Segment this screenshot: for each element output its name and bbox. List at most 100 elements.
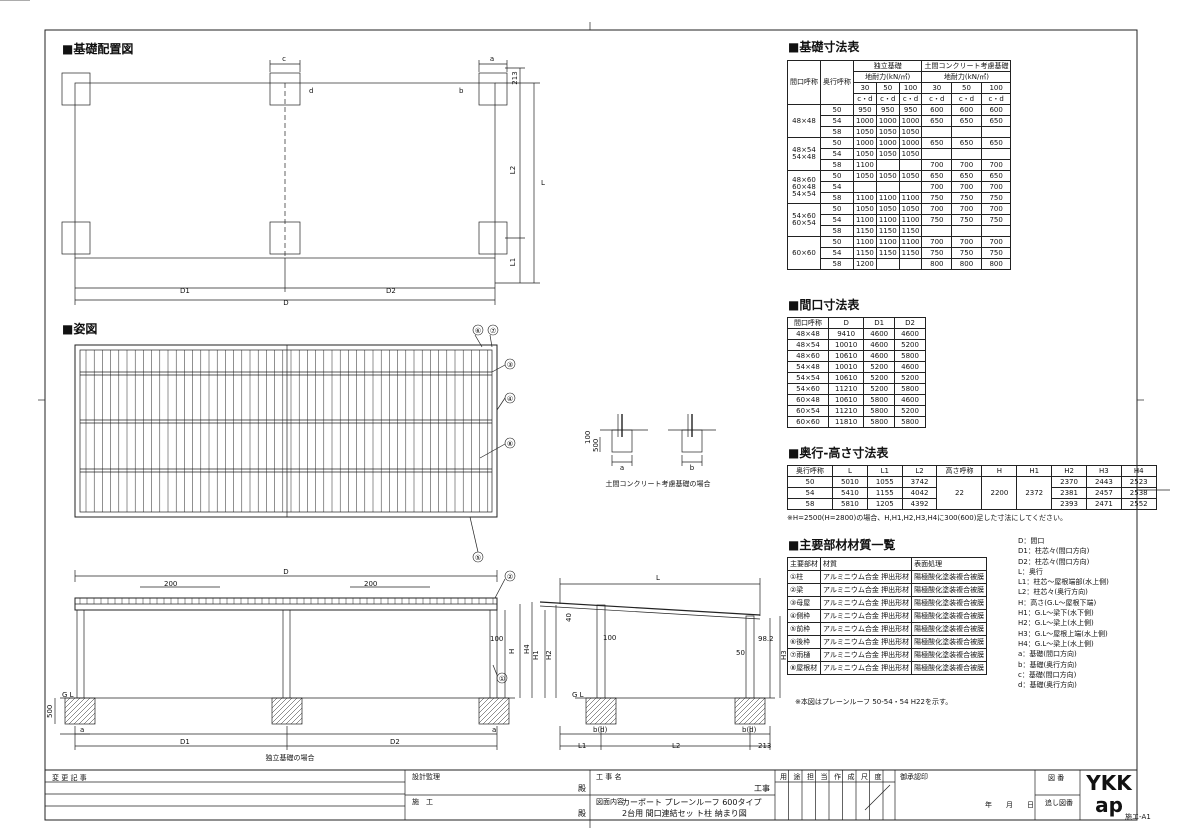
tb-approval: 御承認印: [900, 773, 928, 781]
legend-item: H4：G.L～梁上(水上側): [1018, 639, 1094, 648]
ft-value-cell: 700: [921, 159, 953, 171]
wt-cell: 48×48: [787, 328, 829, 340]
mt-cell: ④側枠: [787, 609, 821, 623]
callout-6: ⑥: [475, 327, 481, 335]
dt-header: H4: [1120, 465, 1157, 477]
mt-cell: 陽極酸化塗装複合被膜: [911, 570, 988, 584]
ft-depth-cell: 50: [820, 203, 854, 215]
ft-width-name: 48×48: [792, 116, 816, 125]
plan-L2-label: L2: [509, 166, 517, 174]
ft-value-cell: 1100: [898, 192, 923, 204]
ft-value-cell: 750: [921, 214, 953, 226]
dt-cell: 1205: [866, 498, 903, 510]
tb-column-label: 途: [793, 773, 801, 781]
legend-item: d：基礎(奥行方向): [1018, 681, 1077, 690]
ft-value-cell: 700: [951, 203, 982, 215]
callout-5: ⑤: [475, 554, 481, 562]
tb-column-label: 用: [780, 773, 787, 781]
callout-2: ②: [507, 573, 513, 581]
ft-value-cell: [898, 181, 923, 193]
dt-height-merged: 22: [936, 476, 983, 510]
dt-cell: 2457: [1085, 487, 1122, 499]
ft-value-cell: 1000: [898, 115, 923, 127]
ft-value-cell: 600: [980, 104, 1012, 116]
ft-value-cell: 950: [853, 104, 877, 116]
ft-depth-cell: 50: [820, 137, 854, 149]
plan-213-label: 213: [511, 71, 519, 84]
tb-column-label: 担: [807, 773, 814, 781]
ft-value-cell: 1150: [898, 247, 923, 259]
ft-value-cell: 1150: [898, 225, 923, 237]
ft-value-cell: 1050: [875, 170, 900, 182]
callout-3: ③: [507, 361, 513, 369]
mt-cell: ⑦雨樋: [787, 648, 821, 662]
ft-value-cell: 1100: [853, 159, 877, 171]
callout-8: ⑧: [507, 440, 513, 448]
side-H1: H1: [532, 650, 540, 660]
mt-cell: アルミニウム合金 押出形材: [819, 596, 913, 610]
fth-slab: 土間コンクリート考慮基礎: [921, 60, 1012, 72]
ft-width-name: 60×60: [792, 248, 816, 257]
ft-depth-cell: 50: [820, 170, 854, 182]
side-213: 213: [758, 742, 771, 750]
ft-depth-cell: 50: [820, 104, 854, 116]
dt-cell: 1155: [866, 487, 903, 499]
dt-cell: 1055: [866, 476, 903, 488]
side-98: 98.2: [758, 635, 774, 643]
elev-D2: D2: [390, 738, 400, 746]
side-GL: G L: [572, 691, 584, 699]
mt-cell: ⑧屋根材: [787, 661, 821, 675]
mt-cell: アルミニウム合金 押出形材: [819, 609, 913, 623]
ft-value-cell: 1000: [853, 137, 877, 149]
fth-cd: c・d: [898, 93, 923, 105]
tb-drawing-label: 図面内容: [596, 798, 624, 806]
ft-value-cell: 650: [951, 137, 982, 149]
ft-depth-cell: 54: [820, 115, 854, 127]
callout-4: ④: [507, 395, 513, 403]
dt-cell: 4392: [901, 498, 938, 510]
fth-bearing-1: 地耐力(kN/㎡): [852, 71, 923, 83]
wt-cell: 5800: [894, 416, 926, 428]
tb-date: 年 月 日: [985, 801, 1034, 809]
mt-header: 主要部材: [787, 557, 821, 571]
side-bd-right: b(d): [742, 726, 757, 734]
ft-value-cell: [921, 126, 953, 138]
ft-value-cell: 1200: [853, 258, 877, 270]
dt-cell: 2381: [1051, 487, 1087, 499]
legend-item: H3：G.L～屋根上端(水上側): [1018, 629, 1108, 638]
side-L2: L2: [672, 742, 680, 750]
wt-cell: 10010: [827, 339, 865, 351]
mt-cell: ③母屋: [787, 596, 821, 610]
ft-depth-cell: 54: [820, 247, 854, 259]
mt-cell: 陽極酸化塗装複合被膜: [911, 635, 988, 649]
tb-sheet-code: 施エ-A1: [1125, 813, 1151, 821]
elev-100: 100: [490, 635, 503, 643]
wt-cell: 5800: [863, 405, 896, 417]
fth-width: 間口呼称: [787, 60, 821, 105]
ft-value-cell: 750: [951, 214, 982, 226]
ft-value-cell: [875, 258, 900, 270]
fth-kn: 30: [921, 82, 953, 94]
legend-item: H：高さ(G.L～屋根下端): [1018, 598, 1097, 607]
callout-7: ⑦: [490, 327, 496, 335]
wt-cell: 60×48: [787, 394, 829, 406]
tb-drawing-line1: カーポート プレーンルーフ 600タイプ: [622, 798, 762, 807]
ft-value-cell: 700: [980, 159, 1012, 171]
ft-width-name: 54×48: [792, 153, 816, 161]
tb-supervisor: 設計監理: [412, 773, 440, 781]
dt-cell: 50: [787, 476, 833, 488]
ft-width-name: 48×54: [792, 146, 816, 154]
wt-cell: 5200: [863, 383, 896, 395]
ft-value-cell: [951, 225, 982, 237]
plan-D2-label: D2: [386, 287, 396, 295]
detail-a: a: [620, 464, 624, 472]
fth-indep: 独立基礎: [852, 60, 923, 72]
section-foundation-layout: ■基礎配置図: [62, 42, 134, 56]
elev-GL: G L: [62, 691, 74, 699]
fth-cd: c・d: [951, 93, 982, 105]
mt-cell: アルミニウム合金 押出形材: [819, 570, 913, 584]
ft-value-cell: 650: [921, 115, 953, 127]
